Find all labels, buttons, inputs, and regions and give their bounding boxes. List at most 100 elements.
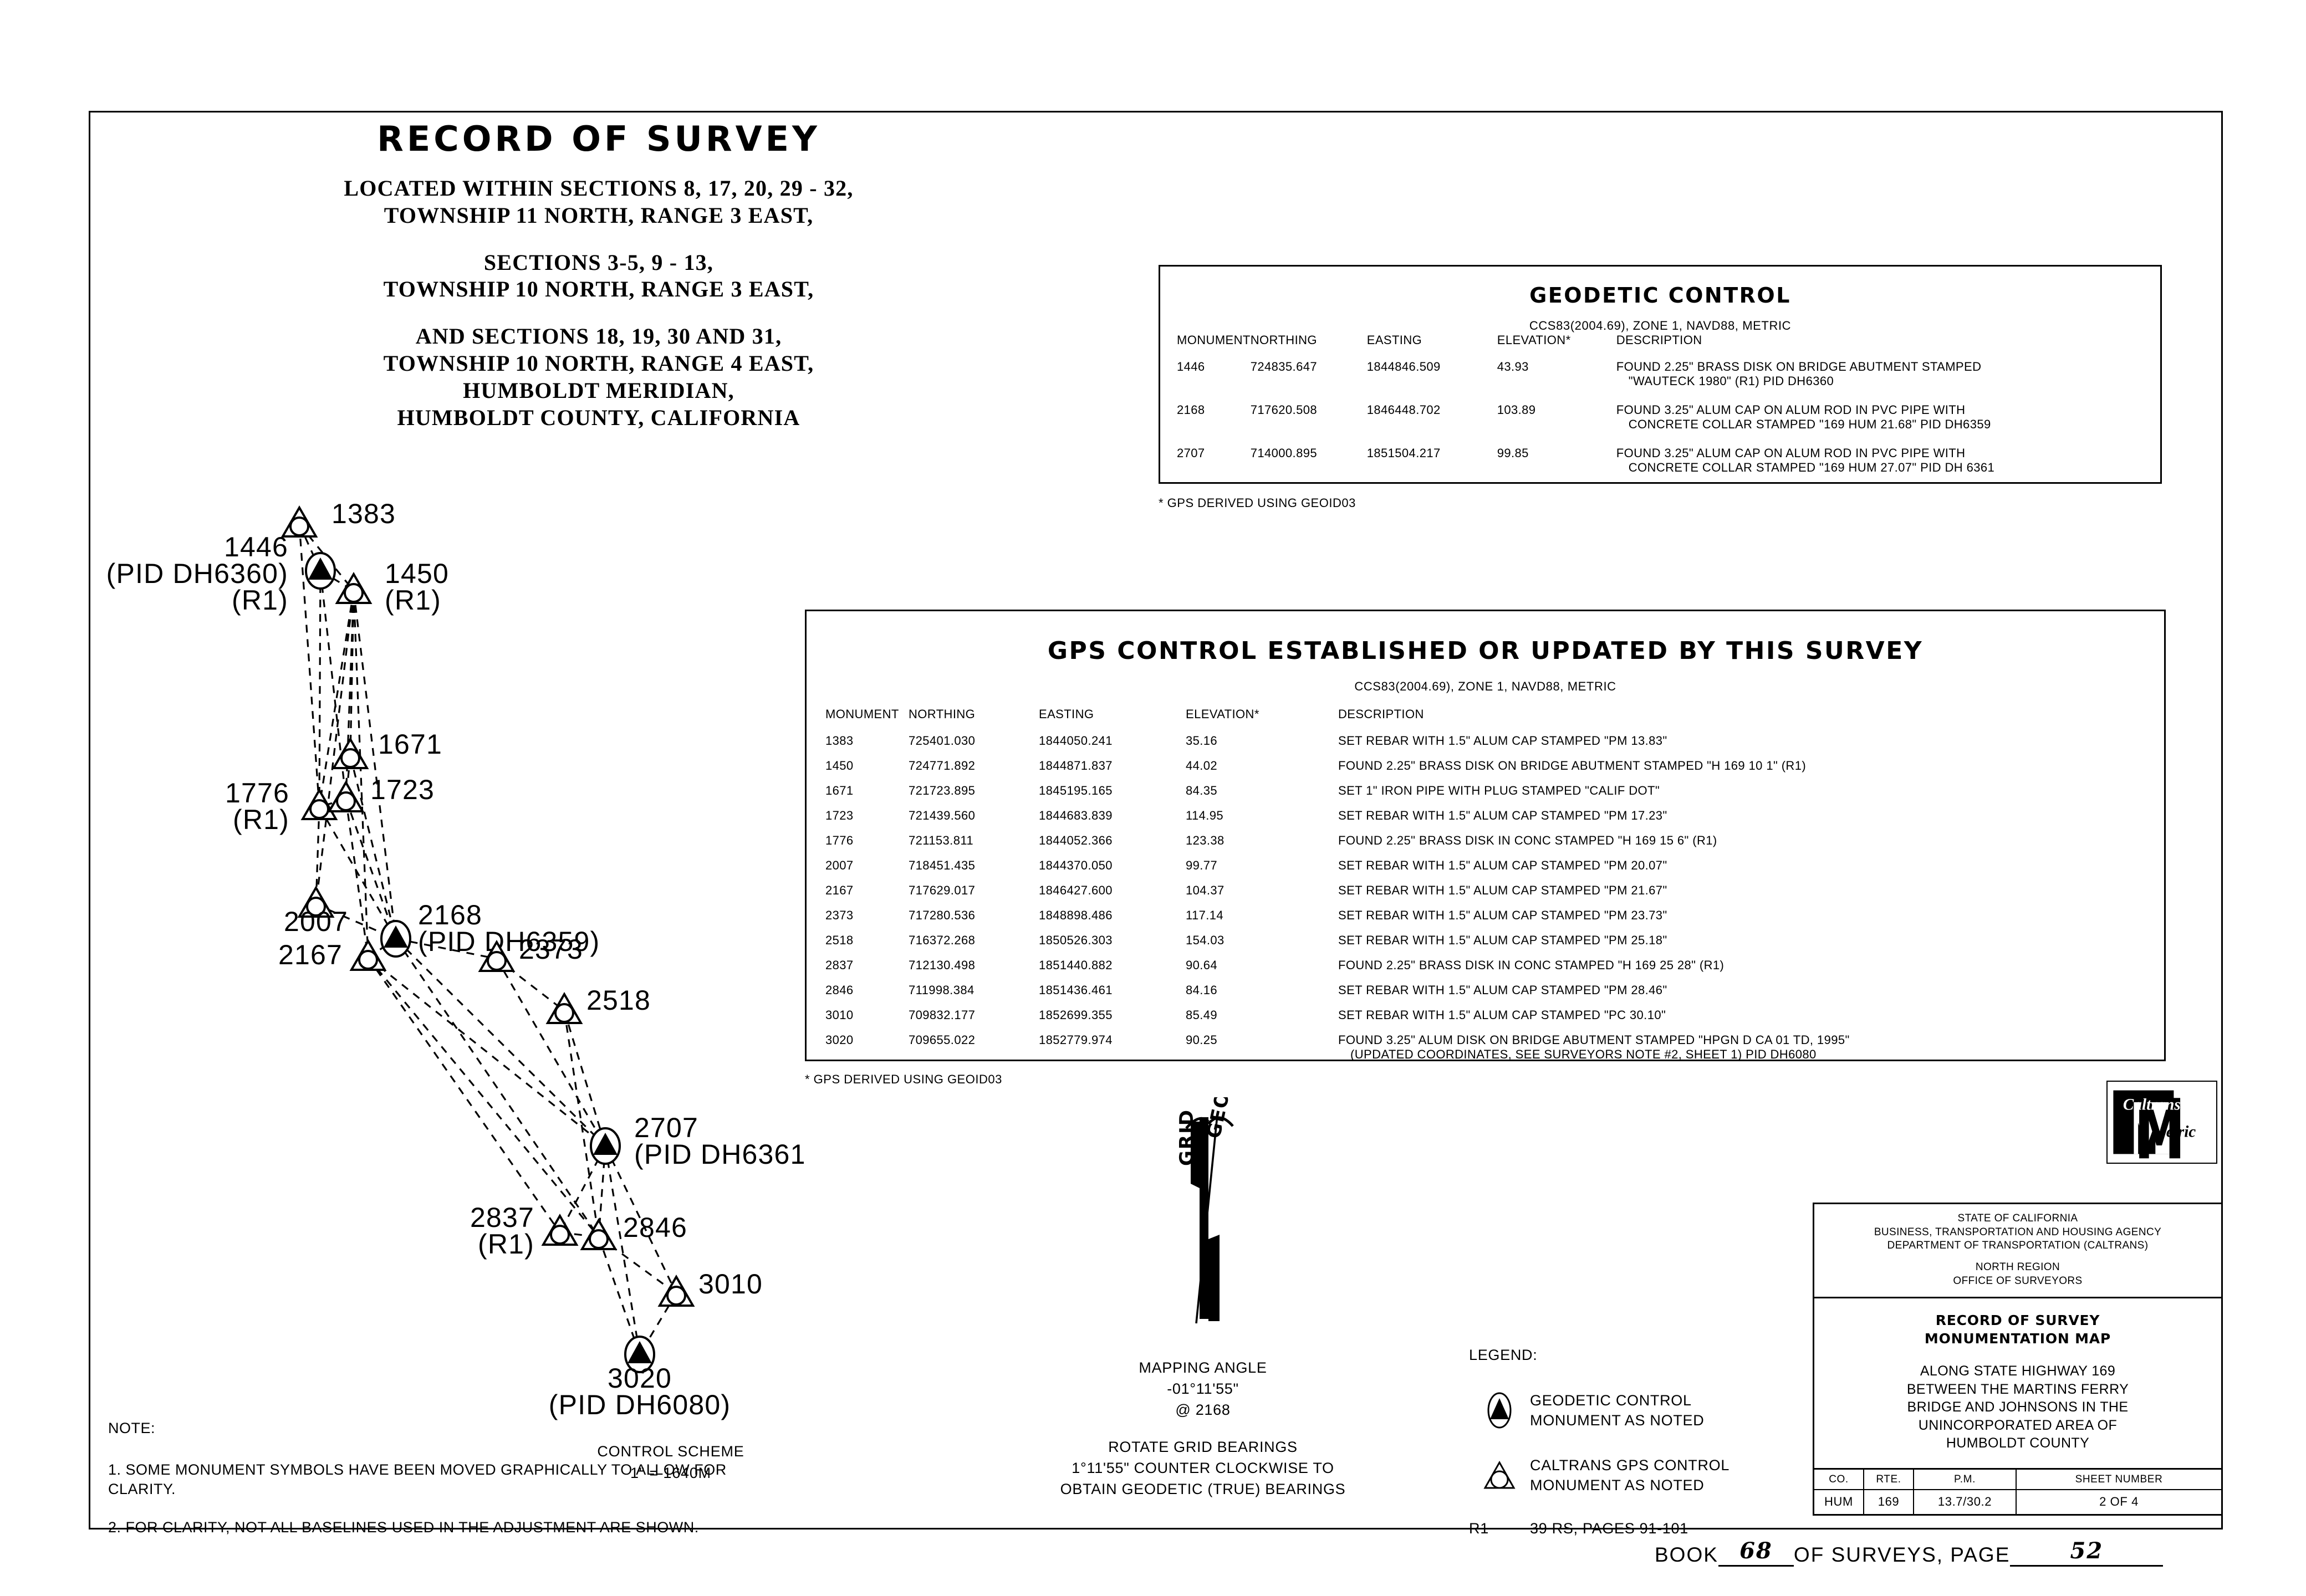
cell-elevation: 123.38 <box>1186 833 1225 847</box>
cell-description: SET REBAR WITH 1.5" ALUM CAP STAMPED "PM… <box>1338 883 2145 908</box>
cell-description: FOUND 2.25" BRASS DISK ON BRIDGE ABUTMEN… <box>1338 759 2145 784</box>
caltrans-gps-monument-symbol <box>1469 1458 1530 1492</box>
geodetic-control-table: MONUMENT NORTHING EASTING ELEVATION* DES… <box>1177 333 2144 489</box>
footer-mid-label: OF SURVEYS, PAGE <box>1793 1543 2011 1566</box>
monument-2707[interactable]: 2707(PID DH6361) <box>590 1112 804 1170</box>
monument-inner-circle <box>554 1003 574 1023</box>
cell-description: FOUND 2.25" BRASS DISK IN CONC STAMPED "… <box>1338 958 2145 983</box>
subtitle-line: TOWNSHIP 10 NORTH, RANGE 3 EAST, <box>383 277 814 302</box>
description-line-1: FOUND 2.25" BRASS DISK IN CONC STAMPED "… <box>1338 833 1717 847</box>
baseline <box>367 956 600 1238</box>
grid-arrowhead <box>1185 1117 1210 1129</box>
cell-northing: 709832.177 <box>909 1008 976 1022</box>
grid-north-flag <box>1191 1122 1200 1188</box>
monument-1446[interactable]: 1446(PID DH6360)(R1) <box>106 531 336 616</box>
sheet-description-section: RECORD OF SURVEY MONUMENTATION MAP ALONG… <box>1814 1298 2221 1468</box>
legend-block: LEGEND: GEODETIC CONTROL MONUMENT AS NOT… <box>1469 1347 1857 1537</box>
description-line-2: (UPDATED COORDINATES, SEE SURVEYORS NOTE… <box>1350 1047 1817 1061</box>
description-line-1: SET REBAR WITH 1.5" ALUM CAP STAMPED "PM… <box>1338 734 1667 748</box>
column-header-monument: MONUMENT <box>825 707 899 721</box>
grid-value-pm: 13.7/30.2 <box>1937 1495 1992 1508</box>
monument-1776[interactable]: 1776(R1) <box>225 777 338 835</box>
description-line-1: SET REBAR WITH 1.5" ALUM CAP STAMPED "PC… <box>1338 1008 1666 1022</box>
sheet-id-grid: CO. HUM RTE. 169 P.M. 13.7/30.2 SHEET NU… <box>1814 1468 2221 1514</box>
legend-text-line-1: GEODETIC CONTROL <box>1530 1392 1692 1409</box>
geodetic-monument-fill <box>308 557 333 580</box>
logo-metric-word: etric <box>2166 1123 2196 1140</box>
description-line-1: SET REBAR WITH 1.5" ALUM CAP STAMPED "PM… <box>1338 908 1667 922</box>
monument-2373[interactable]: 2373 <box>478 934 583 972</box>
page-value: 52 <box>2010 1538 2164 1567</box>
description-line-1: FOUND 3.25" ALUM DISK ON BRIDGE ABUTMENT… <box>1338 1033 1850 1047</box>
cell-easting: 1844370.050 <box>1039 858 1113 872</box>
baseline <box>395 938 606 1147</box>
monument-3020[interactable]: 3020(PID DH6080) <box>549 1336 731 1420</box>
description-line-1: SET REBAR WITH 1.5" ALUM CAP STAMPED "PM… <box>1338 883 1667 897</box>
cell-northing: 725401.030 <box>909 734 976 748</box>
description-line-1: SET 1" IRON PIPE WITH PLUG STAMPED "CALI… <box>1338 784 1660 797</box>
cell-monument: 3010 <box>825 1008 854 1022</box>
cell-description: SET 1" IRON PIPE WITH PLUG STAMPED "CALI… <box>1338 784 2145 809</box>
column-header-monument: MONUMENT <box>1177 333 1251 347</box>
mapping-angle-value: -01°11'55" <box>1167 1380 1239 1397</box>
cell-easting: 1851436.461 <box>1039 983 1113 997</box>
title-block: STATE OF CALIFORNIA BUSINESS, TRANSPORTA… <box>1813 1203 2223 1516</box>
grid-col-sheet-number: SHEET NUMBER 2 OF 4 <box>2017 1470 2221 1514</box>
monument-2007[interactable]: 2007 <box>284 885 348 937</box>
description-line-1: FOUND 2.25" BRASS DISK ON BRIDGE ABUTMEN… <box>1616 360 1982 374</box>
monument-3010[interactable]: 3010 <box>657 1268 763 1307</box>
description-line-1: FOUND 2.25" BRASS DISK IN CONC STAMPED "… <box>1338 958 1725 972</box>
grid-header-rte: RTE. <box>1864 1470 1913 1490</box>
monument-inner-circle <box>550 1225 570 1245</box>
monument-1383[interactable]: 1383 <box>280 498 396 538</box>
cell-easting: 1852699.355 <box>1039 1008 1113 1022</box>
cell-description: SET REBAR WITH 1.5" ALUM CAP STAMPED "PM… <box>1338 933 2145 958</box>
monument-label-3020: 3020 <box>608 1363 672 1394</box>
sheet-heading-2: MONUMENTATION MAP <box>1924 1330 2111 1347</box>
description-line-2: CONCRETE COLLAR STAMPED "169 HUM 27.07" … <box>1628 461 1995 474</box>
cell-description: SET REBAR WITH 1.5" ALUM CAP STAMPED "PM… <box>1338 809 2145 833</box>
sheet-body-4: UNINCORPORATED AREA OF <box>1918 1417 2118 1433</box>
grid-col-route: RTE. 169 <box>1864 1470 1914 1514</box>
table-row: 2707 714000.895 1851504.217 99.85 FOUND … <box>1177 446 2144 489</box>
geodetic-monument-fill <box>384 925 408 948</box>
grid-col-county: CO. HUM <box>1814 1470 1864 1514</box>
caltrans-metric-logo-svg: Caltrans etric <box>2113 1090 2196 1159</box>
monument-1723[interactable]: 1723 <box>327 774 435 812</box>
grid-header-pm: P.M. <box>1914 1470 2016 1490</box>
baseline <box>395 938 600 1237</box>
monument-pid-1446: (PID DH6360) <box>106 558 288 589</box>
monument-1450[interactable]: 1450(R1) <box>335 558 449 616</box>
baseline <box>318 590 355 807</box>
column-header-northing: NORTHING <box>909 707 976 721</box>
monument-1671[interactable]: 1671 <box>331 729 442 769</box>
grid-col-postmile: P.M. 13.7/30.2 <box>1914 1470 2017 1514</box>
monument-2518[interactable]: 2518 <box>545 985 651 1024</box>
cell-elevation: 154.03 <box>1186 933 1225 947</box>
cell-monument: 1446 <box>1177 360 1205 374</box>
monument-2167[interactable]: 2167 <box>278 938 387 971</box>
cell-elevation: 117.14 <box>1186 908 1224 922</box>
monument-label-2518: 2518 <box>586 985 651 1016</box>
cell-monument: 2707 <box>1177 446 1205 460</box>
cell-description: SET REBAR WITH 1.5" ALUM CAP STAMPED "PM… <box>1338 858 2145 883</box>
gps-control-title: GPS CONTROL ESTABLISHED OR UPDATED BY TH… <box>1047 637 1924 665</box>
baseline <box>318 570 322 807</box>
monument-label-2707: 2707 <box>634 1112 698 1143</box>
legend-item-gps: CALTRANS GPS CONTROL MONUMENT AS NOTED <box>1469 1455 1857 1496</box>
cell-monument: 1776 <box>825 833 854 847</box>
monument-label-1450: 1450 <box>385 558 449 589</box>
page-title: RECORD OF SURVEY <box>377 119 820 159</box>
baseline <box>315 806 320 905</box>
monument-2846[interactable]: 2846 <box>580 1212 687 1250</box>
geodetic-control-panel: GEODETIC CONTROL CCS83(2004.69), ZONE 1,… <box>1159 265 2162 484</box>
monument-label-2373: 2373 <box>519 934 583 965</box>
agency-line-4: NORTH REGION <box>1975 1261 2060 1273</box>
gps-control-panel: GPS CONTROL ESTABLISHED OR UPDATED BY TH… <box>805 610 2166 1061</box>
monument-2837[interactable]: 2837(R1) <box>470 1202 579 1260</box>
monument-2168[interactable]: 2168(PID DH6359) <box>380 899 600 958</box>
